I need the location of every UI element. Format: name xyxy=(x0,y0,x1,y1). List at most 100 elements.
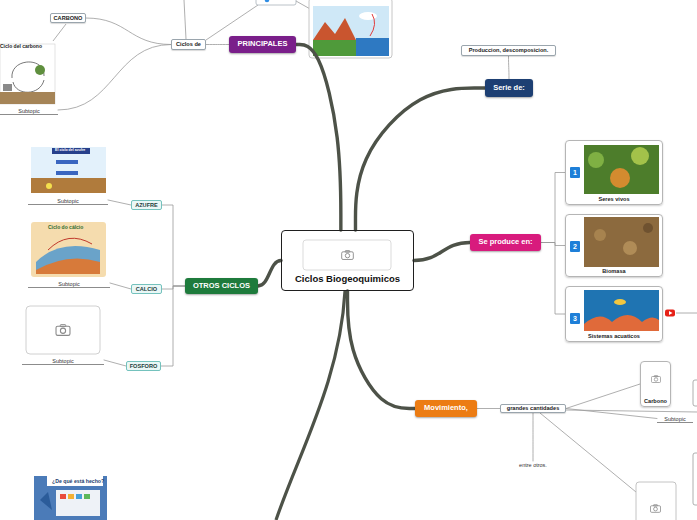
image-card: 3Sistemas acuaticos xyxy=(565,286,663,342)
element-cell xyxy=(60,494,66,499)
connector-line xyxy=(108,200,131,205)
central-topic: Ciclos Biogeoquimicos xyxy=(281,230,414,291)
subtopic-label: entre otros. xyxy=(512,461,554,469)
subtopic-label: Subtopic xyxy=(28,278,110,288)
topic-text: Ciclos de xyxy=(176,41,201,47)
topic-text: CARBONO xyxy=(54,15,83,21)
pellet xyxy=(643,223,653,233)
cycle-arrow xyxy=(13,80,44,92)
branch-line xyxy=(414,243,470,261)
camera-icon xyxy=(651,376,660,383)
tree xyxy=(35,65,45,75)
branch-line xyxy=(276,291,345,520)
rock-layer xyxy=(36,258,100,274)
leader-line xyxy=(184,0,186,39)
connector-line xyxy=(508,56,510,79)
leader-line xyxy=(676,313,697,314)
aquatic-image xyxy=(584,290,659,331)
connector-line xyxy=(86,18,171,45)
topic-text: Serie de: xyxy=(493,84,525,92)
subtopic-label: Subtopic xyxy=(657,414,693,423)
diagram-box xyxy=(56,171,78,175)
connector-line xyxy=(162,205,185,286)
leader-line xyxy=(540,413,636,492)
diagram-box xyxy=(56,160,78,164)
topic-text: Ciclos Biogeoquimicos xyxy=(295,274,400,284)
connector-line xyxy=(162,286,185,289)
living-beings-image xyxy=(584,145,659,194)
connector-line xyxy=(104,360,126,366)
subtopic-box: FOSFORO xyxy=(126,361,161,371)
image-caption: Ciclo do cálcio xyxy=(48,225,83,230)
image-caption: El ciclo del azufre xyxy=(55,149,85,153)
subtopic-box: grandes cantidades xyxy=(500,404,566,413)
carbon-cycle-image xyxy=(0,44,55,104)
leader-line xyxy=(206,5,258,40)
topic-text: Subtopic xyxy=(57,198,78,204)
element-cell xyxy=(76,494,82,499)
topic-text: FOSFORO xyxy=(130,363,158,369)
sulfur-cycle-image xyxy=(31,147,106,193)
foliage xyxy=(588,152,604,168)
connector-line xyxy=(477,408,500,409)
callout-number: 2 xyxy=(570,241,580,252)
subtopic-label: Subtopic xyxy=(28,195,108,205)
connector-line xyxy=(161,286,185,366)
topic-text: OTROS CICLOS xyxy=(193,282,250,290)
topic-text: grandes cantidades xyxy=(507,405,560,411)
image-placeholder xyxy=(26,306,100,354)
subtopic-box: Produccion, descomposicion. xyxy=(461,45,556,56)
composition-image xyxy=(34,476,107,520)
calcium-cycle-image xyxy=(31,222,106,277)
element-cell xyxy=(84,494,90,499)
subtopic-box: CARBONO xyxy=(50,13,86,23)
animal xyxy=(610,168,630,188)
callout-number: 1 xyxy=(570,167,580,178)
cycle-arrow xyxy=(12,62,44,78)
topic-text: Subtopic xyxy=(18,108,39,114)
callout-number: 3 xyxy=(570,313,580,324)
branch-line xyxy=(258,261,281,287)
topic-text: Carbono xyxy=(644,398,667,404)
topic-text: Se produce en: xyxy=(478,238,532,246)
image-card xyxy=(309,0,392,58)
image-placeholder xyxy=(636,482,676,520)
connector-line xyxy=(541,173,565,243)
camera-icon xyxy=(56,325,70,336)
image-card xyxy=(693,380,697,406)
icon-dot xyxy=(265,0,270,2)
topic-text: Produccion, descomposicion. xyxy=(469,47,549,53)
branch-line xyxy=(348,291,416,409)
pellet xyxy=(594,229,606,241)
image-card xyxy=(693,453,697,505)
topic-text: Seres vivos xyxy=(598,196,629,202)
subtopic-label: Subtopic xyxy=(22,355,104,365)
topic-text: AZUFRE xyxy=(135,202,158,208)
connector-line xyxy=(566,409,657,419)
connector-line xyxy=(533,413,534,461)
camera-icon xyxy=(650,505,660,513)
title-bar xyxy=(52,148,90,154)
ground xyxy=(31,178,106,193)
topic-text: Movimiento, xyxy=(424,404,468,412)
factory xyxy=(3,84,12,91)
coral xyxy=(584,315,659,331)
periodic-table xyxy=(56,490,100,516)
main-topic: PRINCIPALES xyxy=(229,36,296,53)
connector-line xyxy=(110,283,131,289)
subtopic-box: AZUFRE xyxy=(131,200,162,210)
image-caption: Ciclo del carbono xyxy=(0,44,42,49)
foliage xyxy=(631,147,649,165)
branch-line xyxy=(355,88,485,230)
image-card: Carbono xyxy=(640,361,671,407)
cycle-arrow xyxy=(370,14,375,36)
connector-line xyxy=(58,45,171,111)
mountain xyxy=(313,18,356,40)
land xyxy=(313,40,356,56)
figure xyxy=(40,492,52,510)
topic-text: PRINCIPALES xyxy=(238,40,288,48)
topic-box xyxy=(256,0,296,5)
